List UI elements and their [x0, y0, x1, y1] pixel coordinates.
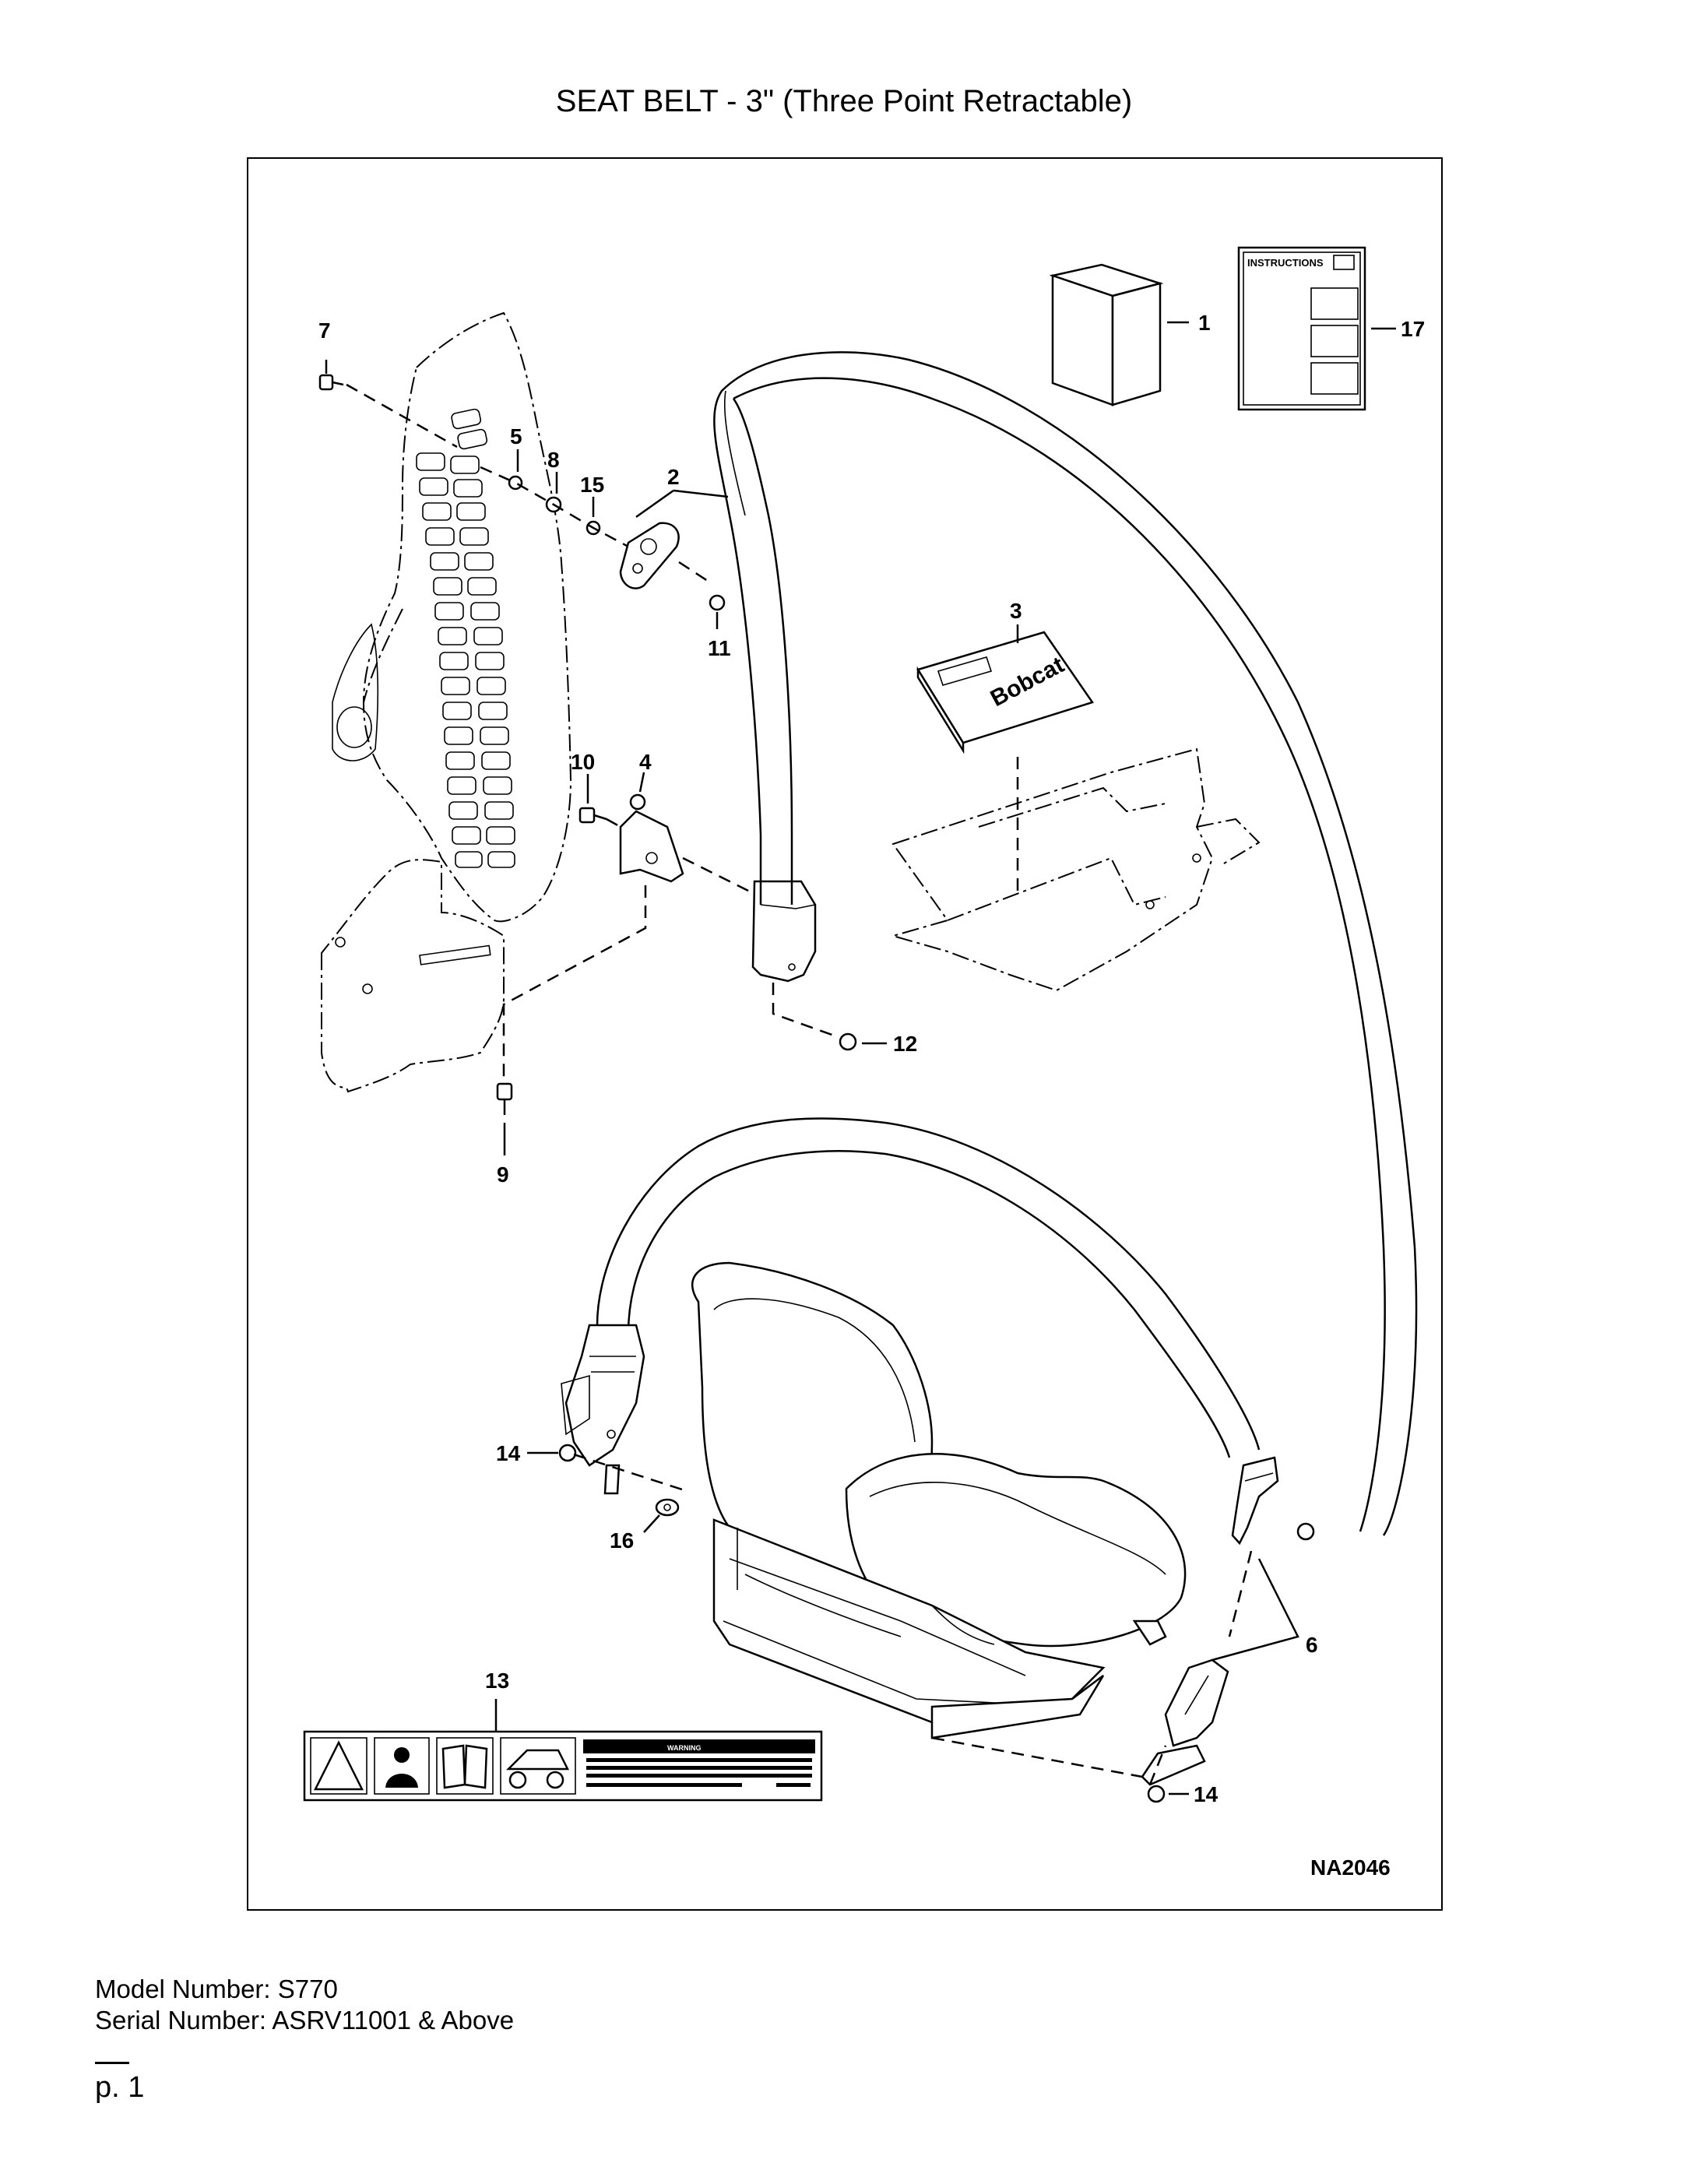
instructions-label: INSTRUCTIONS: [1247, 257, 1324, 269]
part-10-bolt: [578, 774, 607, 824]
part-14-nut-left: [558, 1444, 577, 1462]
left-belt-anchor: [561, 1324, 645, 1495]
part-2-anchor: [619, 489, 729, 589]
callout-7: 7: [318, 318, 331, 343]
callout-10: 10: [571, 750, 595, 774]
diagram-frame: [247, 157, 1443, 1911]
callout-14-right: 14: [1194, 1782, 1219, 1806]
rops-side-panel: [321, 311, 572, 1093]
model-number: Model Number: S770: [95, 1975, 338, 2003]
callout-5: 5: [510, 424, 522, 448]
callout-3: 3: [1010, 599, 1022, 623]
part-17-instructions: INSTRUCTIONS: [1237, 246, 1396, 411]
part-11-nut: [709, 594, 726, 611]
part-5-washer: [508, 475, 523, 491]
seat: [691, 1261, 1187, 1739]
part-7-bolt: [318, 360, 344, 391]
page-title: SEAT BELT - 3" (Three Point Retractable): [555, 84, 1133, 118]
callout-4: 4: [639, 750, 652, 774]
lap-belt: [596, 1117, 1261, 1458]
page-number: p. 1: [95, 2071, 145, 2104]
callout-11: 11: [708, 636, 731, 660]
callout-8: 8: [547, 448, 560, 472]
callout-16: 16: [610, 1528, 634, 1553]
part-9-bolt: [496, 1082, 513, 1155]
callout-1: 1: [1198, 311, 1211, 335]
callout-6: 6: [1306, 1633, 1318, 1657]
part-4-bracket: [619, 772, 684, 883]
drawing-id: NA2046: [1310, 1855, 1391, 1880]
parts-diagram: 1 INSTRUCTIONS 17: [303, 246, 1425, 1880]
callout-13: 13: [485, 1669, 509, 1693]
floor-bracket: [890, 747, 1261, 992]
shoulder-belt: [713, 351, 1418, 1536]
part-14-nut-right: [1147, 1785, 1166, 1803]
part-16-washer: [655, 1498, 680, 1517]
part-3-cover: Bobcat: [916, 624, 1094, 754]
part-12-nut: [839, 1032, 857, 1051]
page-number-rule: [95, 2062, 129, 2064]
part-13-decal: WARNING: [303, 1699, 823, 1802]
serial-number: Serial Number: ASRV11001 & Above: [95, 2006, 515, 2035]
callout-9: 9: [497, 1162, 509, 1187]
part-6-buckle: [1141, 1456, 1315, 1786]
callout-15: 15: [580, 473, 604, 497]
callout-14-left: 14: [496, 1441, 521, 1465]
callout-2: 2: [667, 465, 680, 489]
callout-17: 17: [1401, 317, 1425, 341]
callout-12: 12: [893, 1032, 917, 1056]
part-1-box: [1049, 263, 1189, 406]
decal-warning-label: WARNING: [667, 1744, 702, 1752]
